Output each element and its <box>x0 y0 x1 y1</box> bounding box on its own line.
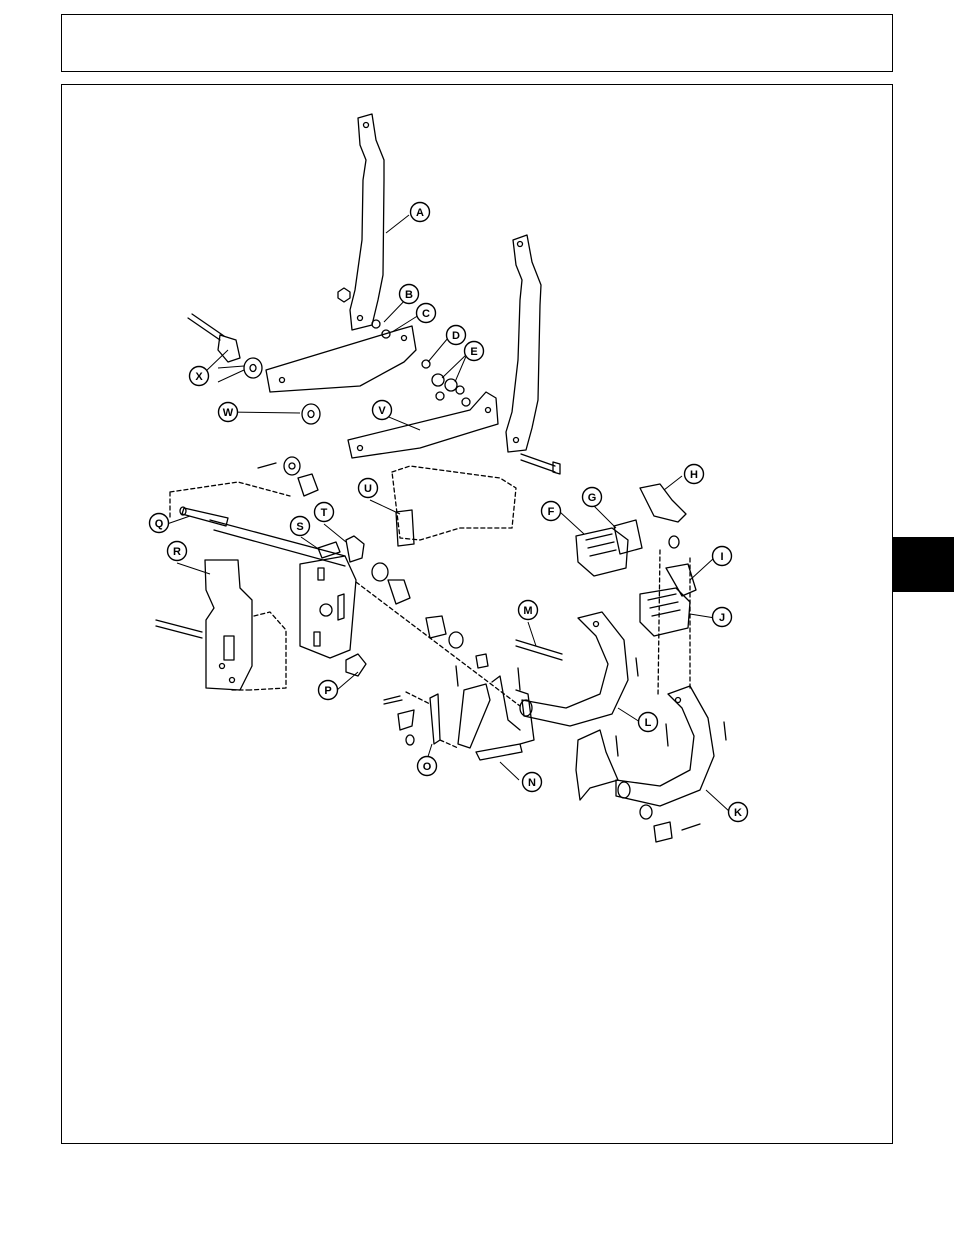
callout-j: J <box>713 608 732 627</box>
part-i-bracket <box>666 564 696 596</box>
callout-label: S <box>296 521 303 533</box>
callout-e: E <box>465 342 484 361</box>
callout-label: B <box>405 289 413 301</box>
part-k-pedal-arm <box>616 686 714 806</box>
part-u-block <box>396 510 414 546</box>
callout-g: G <box>583 488 602 507</box>
callout-l: L <box>639 713 658 732</box>
callout-m: M <box>519 601 538 620</box>
callout-b: B <box>400 285 419 304</box>
callout-i: I <box>713 547 732 566</box>
callout-label: P <box>324 685 331 697</box>
callout-d: D <box>447 326 466 345</box>
callout-p: P <box>319 681 338 700</box>
callout-label: V <box>378 405 386 417</box>
callout-o: O <box>418 757 437 776</box>
part-h-bracket <box>640 484 686 522</box>
callout-r: R <box>168 542 187 561</box>
callout-label: G <box>588 492 597 504</box>
callout-a: A <box>411 203 430 222</box>
callout-k: K <box>729 803 748 822</box>
upper-link-plate <box>266 326 416 392</box>
callout-w: W <box>219 403 238 422</box>
callout-label: L <box>645 717 652 729</box>
callout-label: F <box>548 506 555 518</box>
part-right-bracket <box>506 235 541 452</box>
callout-label: O <box>423 761 432 773</box>
callout-s: S <box>291 517 310 536</box>
callout-label: W <box>223 407 234 419</box>
callout-t: T <box>315 503 334 522</box>
part-r-bracket <box>205 560 252 690</box>
callout-u: U <box>359 479 378 498</box>
callout-x: X <box>190 367 209 386</box>
callout-label: I <box>720 551 723 563</box>
callout-label: X <box>195 371 203 383</box>
callout-label: N <box>528 777 536 789</box>
part-v-link-plate <box>348 392 498 458</box>
callout-h: H <box>685 465 704 484</box>
part-x-bushing <box>218 335 240 362</box>
callout-label: R <box>173 546 181 558</box>
callout-label: D <box>452 330 460 342</box>
callout-label: E <box>470 346 477 358</box>
part-w-washer-2 <box>302 404 320 424</box>
callout-label: M <box>523 605 532 617</box>
callout-v: V <box>373 401 392 420</box>
callout-label: T <box>321 507 328 519</box>
part-a-left-bracket <box>350 114 384 330</box>
callout-q: Q <box>150 514 169 533</box>
callout-label: J <box>719 612 725 624</box>
callout-label: H <box>690 469 698 481</box>
part-q-plate <box>300 556 356 658</box>
part-o-link <box>430 694 440 744</box>
callout-label: C <box>422 308 430 320</box>
callout-c: C <box>417 304 436 323</box>
callout-label: Q <box>155 518 164 530</box>
part-l-pedal-arm <box>522 612 628 726</box>
part-w-washer-1 <box>244 358 262 378</box>
callout-label: K <box>734 807 742 819</box>
callout-label: U <box>364 483 372 495</box>
callout-f: F <box>542 502 561 521</box>
callout-label: A <box>416 207 424 219</box>
callout-n: N <box>523 773 542 792</box>
